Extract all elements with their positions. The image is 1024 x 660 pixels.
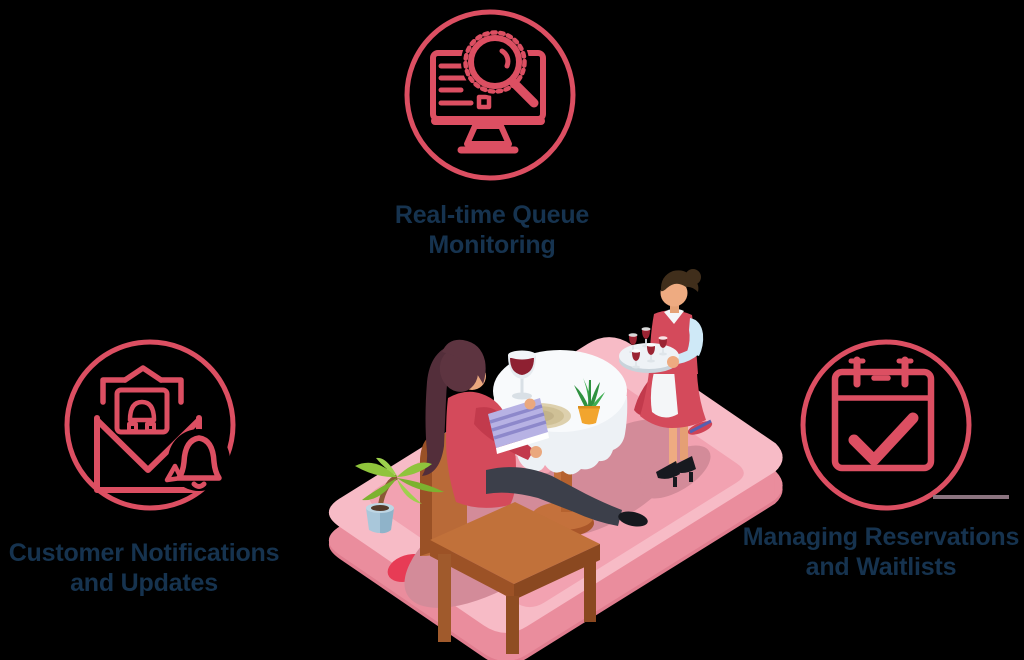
feature-customer-notifications: [63, 338, 237, 512]
magnifier-icon: [463, 30, 539, 108]
label-customer-notifications: Customer Notifications and Updates: [0, 538, 288, 598]
waitress: [619, 269, 713, 487]
label-queue-monitoring: Real-time Queue Monitoring: [342, 200, 642, 260]
icon-ring: [800, 339, 972, 511]
label-line: Monitoring: [428, 231, 556, 259]
waitress-heels: [656, 456, 696, 487]
feature-managing-reservations: [799, 338, 973, 512]
customer-notifications-icon: [64, 339, 236, 511]
queue-monitoring-icon: [404, 9, 576, 181]
bell-icon: [164, 435, 222, 489]
label-line: Customer Notifications: [8, 539, 280, 567]
customer-leg: [486, 467, 648, 527]
waitress-apron: [650, 368, 678, 418]
palm-plant: [355, 457, 444, 534]
label-line: and Updates: [70, 569, 218, 597]
wine-glass: [508, 350, 536, 400]
waitress-sleeve: [687, 318, 704, 356]
icon-ring: [404, 9, 576, 181]
chair-seat: [430, 502, 600, 654]
icon-ring: [64, 339, 236, 511]
calendar-icon: [831, 356, 935, 472]
label-managing-reservations: Managing Reservations and Waitlists: [728, 522, 1024, 582]
label-line: Managing Reservations: [742, 523, 1020, 551]
seated-customer: [422, 339, 549, 508]
reservations-waitlists-icon: [800, 339, 972, 511]
label-line: Real-time Queue: [394, 201, 590, 229]
succulent-plant: [574, 378, 605, 425]
decorative-line: [933, 495, 1009, 499]
plant-pot: [366, 503, 394, 534]
checkmark: [848, 412, 919, 466]
menu-card: [488, 398, 549, 454]
customer-shoe: [618, 511, 648, 527]
tray-wine-glasses: [628, 327, 668, 369]
label-line: and Waitlists: [805, 553, 957, 581]
feature-queue-monitoring: [403, 8, 577, 182]
notification-card: [100, 365, 184, 435]
